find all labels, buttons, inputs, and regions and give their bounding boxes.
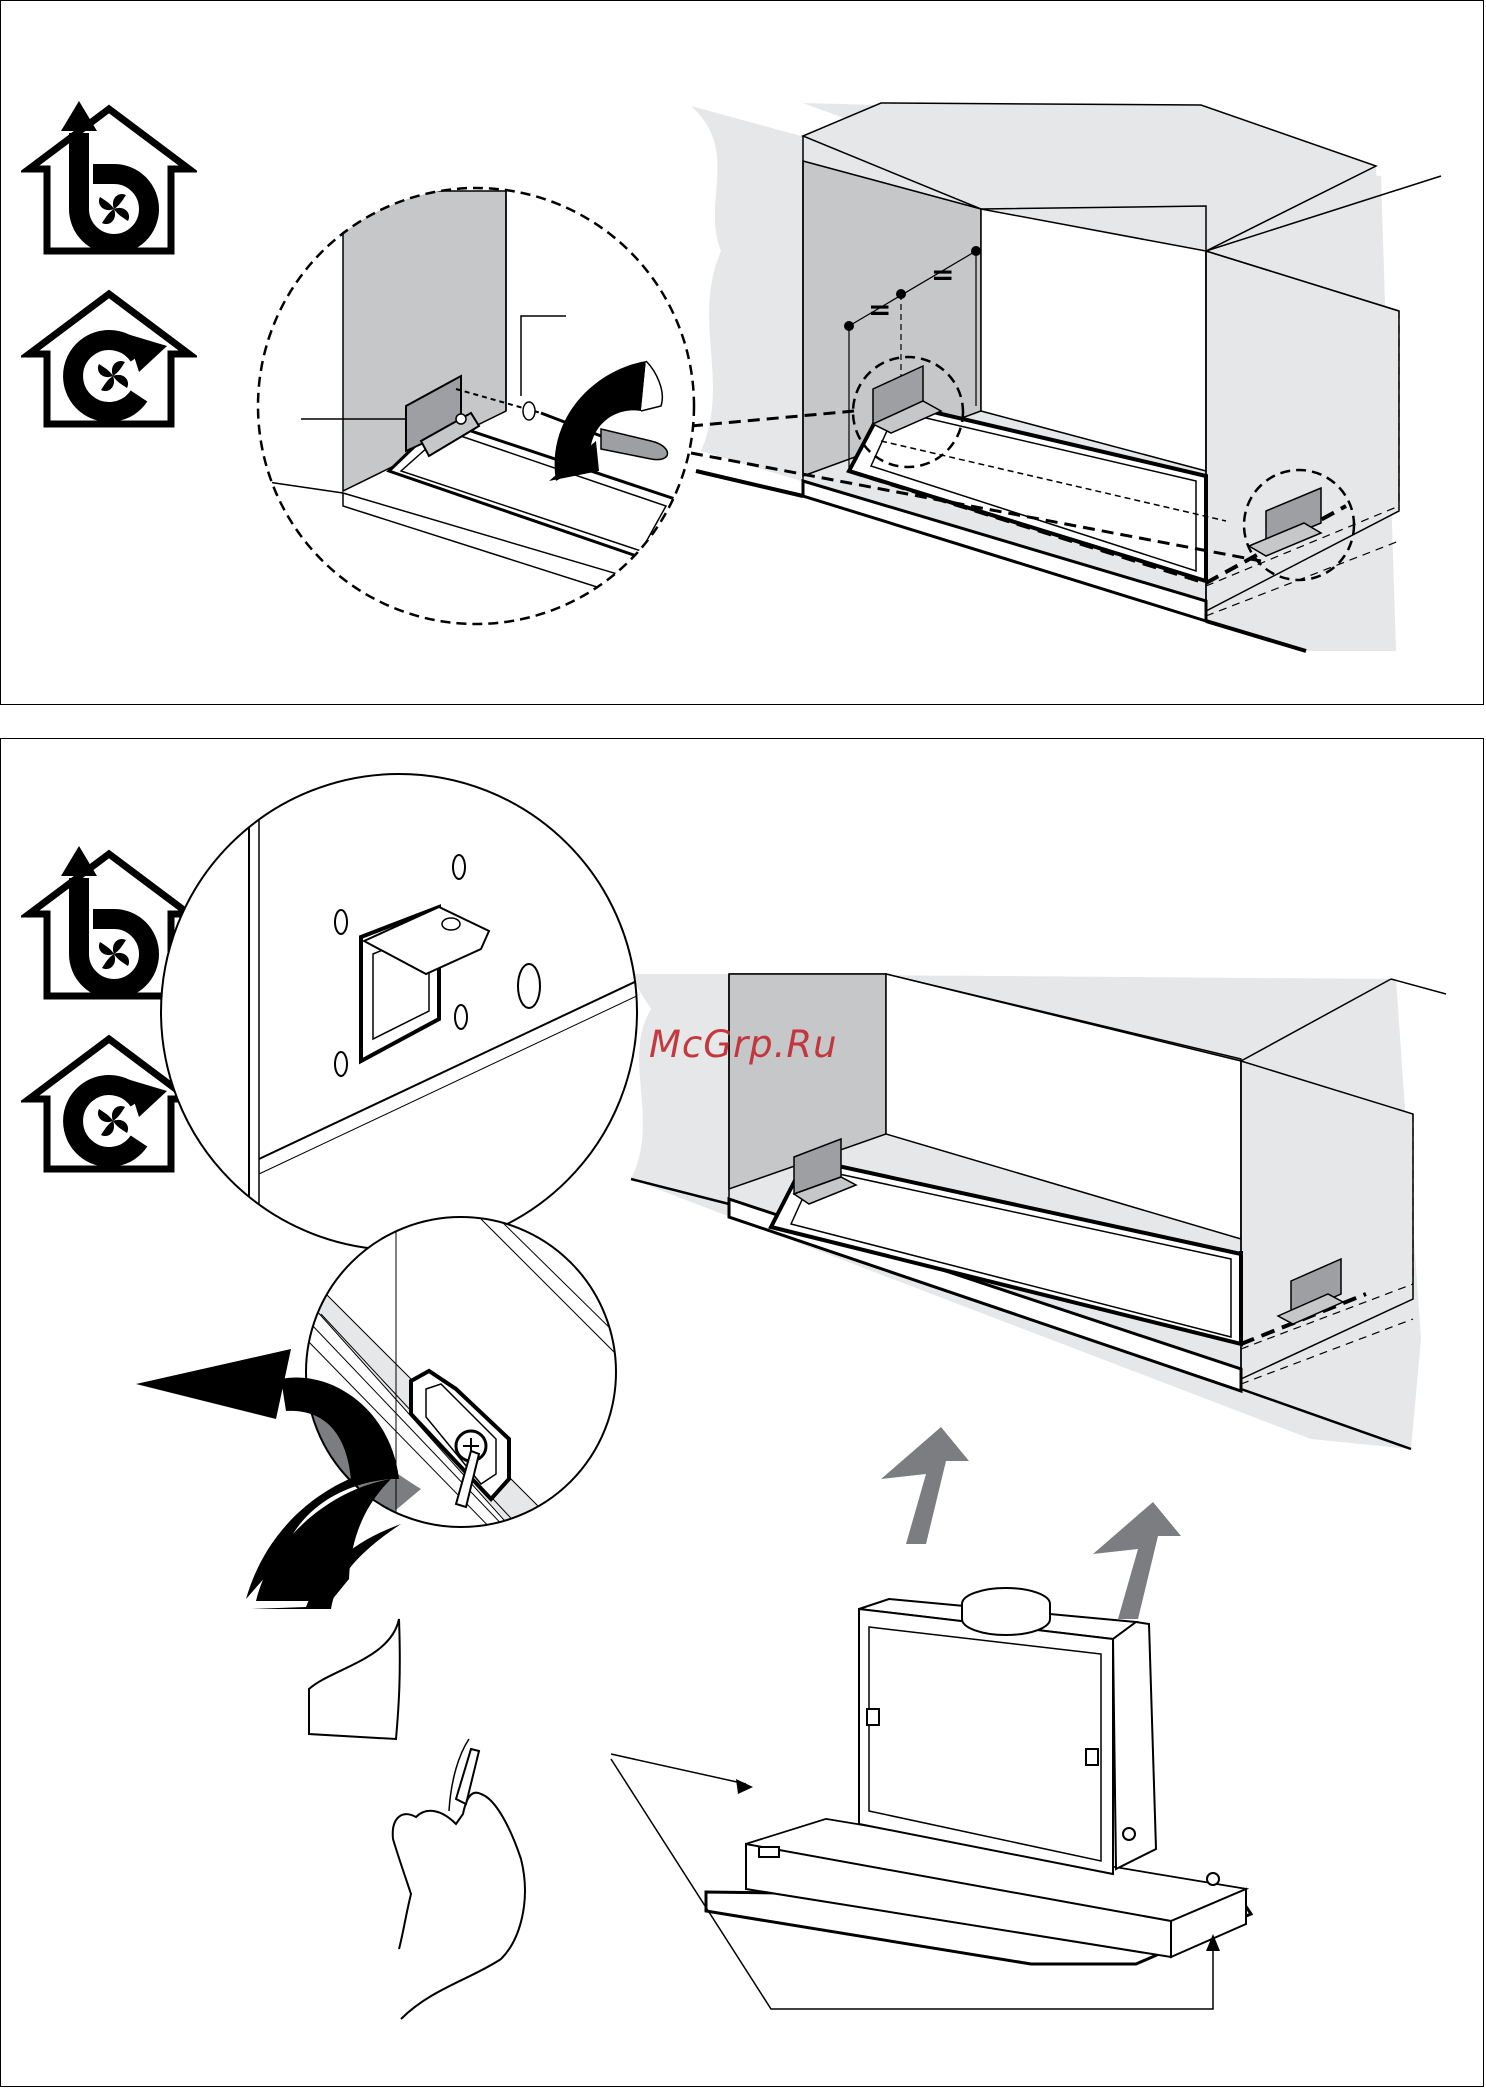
instruction-panel-hood-insertion: McGrp.Ru [0,738,1484,2087]
bracket-mounting-illustration: = = [1,1,1485,706]
instruction-panel-bracket-mounting: = = [0,0,1484,705]
watermark-text: McGrp.Ru [649,1023,838,1066]
svg-text:=: = [868,293,891,326]
svg-text:=: = [931,258,954,291]
hood-insertion-illustration [1,739,1485,2088]
